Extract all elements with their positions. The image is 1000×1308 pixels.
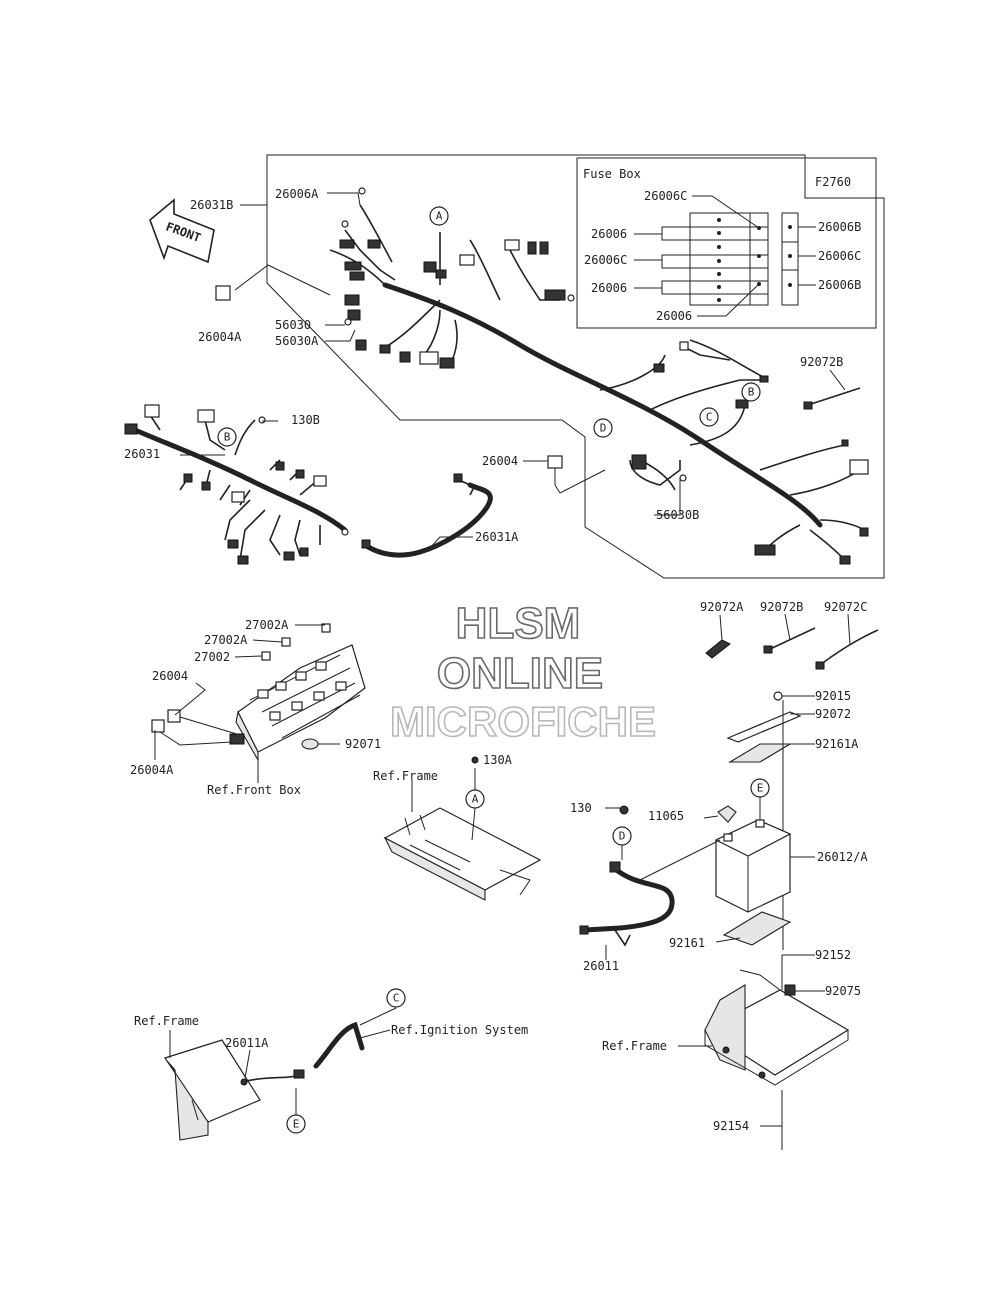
- battery-holddown: [726, 691, 815, 950]
- label-ref-frame-right: Ref.Frame: [602, 1039, 667, 1053]
- svg-text:D: D: [600, 422, 607, 435]
- svg-text:C: C: [706, 411, 713, 424]
- svg-text:D: D: [619, 830, 626, 843]
- connector-26004-mid: [547, 455, 606, 494]
- battery-tray: [678, 954, 850, 1150]
- label-27002A-2: 27002A: [204, 633, 248, 647]
- label-ref-frame-mid: Ref.Frame: [373, 769, 438, 783]
- harness-26031: [124, 404, 349, 565]
- fuse-box-grid: [689, 212, 799, 306]
- harness-26031A: [361, 473, 493, 558]
- watermark-line3: MICROFICHE: [390, 698, 656, 745]
- main-harness-connectors: [339, 187, 869, 565]
- label-92072: 92072: [815, 707, 851, 721]
- svg-text:C: C: [393, 992, 400, 1005]
- fuse-label-26006C-left: 26006C: [584, 253, 627, 267]
- label-130A: 130A: [483, 753, 513, 767]
- cable-ties-set: [705, 613, 879, 670]
- frame-section-mid: [383, 756, 542, 901]
- fuse-label-26006B-1: 26006B: [818, 220, 861, 234]
- fuse-box-title: Fuse Box: [583, 167, 641, 181]
- fuse-box-inset: [576, 157, 877, 329]
- label-26011A: 26011A: [225, 1036, 269, 1050]
- fuse-label-26006-1: 26006: [591, 227, 627, 241]
- label-92161: 92161: [669, 936, 705, 950]
- label-26006A: 26006A: [275, 187, 319, 201]
- label-92161A: 92161A: [815, 737, 859, 751]
- label-26004A-left: 26004A: [130, 763, 174, 777]
- cable-tie-92072B-top: [803, 369, 861, 410]
- label-26011: 26011: [583, 959, 619, 973]
- label-92152: 92152: [815, 948, 851, 962]
- fuse-label-26006C-right: 26006C: [818, 249, 861, 263]
- harness-group-frame: [266, 154, 885, 579]
- label-ref-ignition-system: Ref.Ignition System: [391, 1023, 528, 1037]
- fuse-label-26006C-top: 26006C: [644, 189, 687, 203]
- label-26004-mid: 26004: [482, 454, 518, 468]
- label-130B: 130B: [291, 413, 320, 427]
- label-26004A-top: 26004A: [198, 330, 242, 344]
- label-27002A-1: 27002A: [245, 618, 289, 632]
- watermark-line2: ONLINE: [437, 649, 603, 698]
- label-92072C: 92072C: [824, 600, 867, 614]
- svg-text:A: A: [472, 793, 479, 806]
- fuse-box-leaders: [634, 195, 816, 317]
- label-92154: 92154: [713, 1119, 749, 1133]
- front-arrow-icon: FRONT: [149, 198, 215, 264]
- callout-circles: A B C D B C D A E E: [217, 206, 770, 1134]
- connector-26004A-top: [215, 264, 331, 301]
- label-56030A: 56030A: [275, 334, 319, 348]
- fuse-label-26006-bottom: 26006: [656, 309, 692, 323]
- front-box-assembly: [151, 623, 366, 783]
- svg-text:B: B: [748, 386, 755, 399]
- svg-text:E: E: [757, 782, 764, 795]
- battery-26012A: [703, 797, 815, 946]
- label-11065: 11065: [648, 809, 684, 823]
- fuse-label-26006-2: 26006: [591, 281, 627, 295]
- label-92071: 92071: [345, 737, 381, 751]
- label-26031B: 26031B: [190, 198, 233, 212]
- svg-text:A: A: [436, 210, 443, 223]
- label-92015: 92015: [815, 689, 851, 703]
- svg-text:B: B: [224, 431, 231, 444]
- fuse-label-26006B-2: 26006B: [818, 278, 861, 292]
- watermark: HLSM ONLINE MICROFICHE: [389, 598, 657, 746]
- label-ref-front-box: Ref.Front Box: [207, 783, 301, 797]
- watermark-line1: HLSM: [456, 599, 581, 648]
- label-92072B: 92072B: [760, 600, 803, 614]
- label-26012A: 26012/A: [817, 850, 868, 864]
- figure-code: F2760: [815, 175, 851, 189]
- label-26031A: 26031A: [475, 530, 519, 544]
- label-56030: 56030: [275, 318, 311, 332]
- label-ref-frame-left: Ref.Frame: [134, 1014, 199, 1028]
- label-27002: 27002: [194, 650, 230, 664]
- label-92072B-top: 92072B: [800, 355, 843, 369]
- label-130: 130: [570, 801, 592, 815]
- label-26031: 26031: [124, 447, 160, 461]
- label-26004-left: 26004: [152, 669, 188, 683]
- svg-text:E: E: [293, 1118, 300, 1131]
- label-leaders: [180, 192, 681, 549]
- label-92072A: 92072A: [700, 600, 744, 614]
- label-92075: 92075: [825, 984, 861, 998]
- battery-cable-26011: [579, 805, 721, 960]
- frame-section-lower-left: [164, 1007, 397, 1141]
